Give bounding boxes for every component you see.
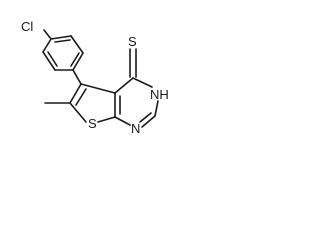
thioxo-group — [129, 48, 137, 78]
bond-c5-c6 — [69, 83, 82, 104]
bond-cl-c1 — [43, 29, 52, 40]
atom-label-cl: Cl — [21, 19, 33, 34]
bond-n3-c2 — [154, 100, 159, 117]
thiophene-ring — [69, 83, 116, 123]
bond-ph-double-a — [47, 51, 58, 67]
bond-n1-c7a — [114, 116, 131, 126]
atom-label-nh: NH — [150, 87, 169, 102]
atom-label-s-ring: S — [88, 116, 97, 131]
bond-c4a-c4 — [114, 77, 134, 94]
bond-ph-4 — [72, 52, 84, 71]
bond-c2-n1-double — [139, 112, 152, 123]
chlorophenyl-ring — [42, 29, 84, 71]
structure-canvas: Cl S S NH N — [0, 0, 191, 147]
bond-ph-6 — [50, 35, 72, 40]
atom-label-n: N — [131, 121, 140, 136]
bond-ph-2 — [42, 51, 56, 71]
pyrimidine-ring — [114, 77, 159, 128]
bond-ph-to-c5 — [72, 69, 82, 85]
bond-c5-c6-double — [75, 88, 87, 106]
bond-c2-n1 — [141, 115, 156, 128]
atom-label-s-thioxo: S — [128, 34, 137, 49]
bond-c4a-c5 — [80, 83, 116, 94]
bond-ph-1 — [42, 38, 52, 53]
bond-c4-n3 — [132, 77, 153, 88]
bond-s-c7a — [97, 116, 116, 123]
molecule-structure-svg: Cl S S NH N — [21, 19, 169, 136]
bond-ph-double-b — [70, 52, 80, 67]
bond-ph-double-c — [54, 39, 71, 43]
bond-ph-5 — [70, 35, 84, 54]
bond-c6-s — [69, 102, 87, 123]
